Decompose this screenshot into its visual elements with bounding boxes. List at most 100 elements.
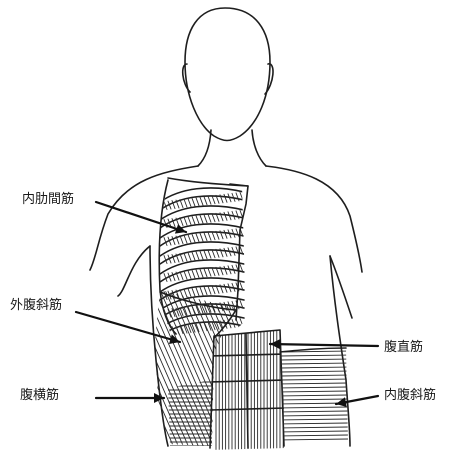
oblique-fiber <box>305 290 375 450</box>
neck-right <box>252 130 266 166</box>
intercostal-striation <box>184 217 187 225</box>
intercostal-striation <box>184 289 187 297</box>
arrow-internal-intercostal-shaft <box>96 202 186 232</box>
oblique-fiber <box>95 290 165 450</box>
intercostal-striation <box>204 215 207 223</box>
label-internal-oblique: 内腹斜筋 <box>384 388 436 404</box>
intercostal-striation <box>188 289 191 297</box>
neck-left <box>198 130 211 166</box>
intercostal-striation <box>236 229 239 237</box>
internal-oblique-fiber <box>280 387 348 388</box>
intercostal-striation <box>196 252 199 260</box>
intercostal-striation <box>204 287 207 295</box>
oblique-fiber <box>265 290 335 450</box>
intercostal-striation <box>204 269 207 277</box>
oblique-fiber <box>30 290 100 450</box>
intercostal-striation <box>212 214 215 222</box>
intercostal-striation <box>224 194 227 202</box>
intercostal-striation <box>196 216 199 224</box>
label-rectus-abdominis: 腹直筋 <box>384 340 423 356</box>
intercostal-striation <box>224 212 227 220</box>
label-transversus-abdominis: 腹横筋 <box>20 388 59 404</box>
intercostal-striation <box>200 197 203 205</box>
rib-upper-edge <box>160 260 244 274</box>
internal-oblique-fiber <box>280 379 348 380</box>
intercostal-striation <box>200 269 203 277</box>
internal-oblique-fiber <box>280 399 348 400</box>
intercostal-striation <box>196 234 199 242</box>
oblique-fiber <box>90 290 160 450</box>
oblique-fiber <box>205 290 275 450</box>
intercostal-striation <box>200 215 203 223</box>
tendinous-intersection <box>210 380 286 382</box>
oblique-fiber <box>60 290 130 450</box>
intercostal-striation <box>204 251 207 259</box>
intercostal-striation <box>180 254 183 262</box>
internal-oblique-fiber <box>280 431 348 432</box>
transversus-abdominis-muscle <box>160 382 214 446</box>
intercostal-striation <box>196 270 199 278</box>
intercostal-striation <box>204 197 207 205</box>
intercostal-striation <box>184 253 187 261</box>
internal-oblique-fiber <box>280 407 348 408</box>
intercostal-striation <box>192 270 195 278</box>
intercostal-striation <box>236 211 239 219</box>
intercostal-striation <box>180 200 183 208</box>
left-arm-inner <box>118 246 150 296</box>
intercostal-striation <box>204 233 207 241</box>
tendinous-intersection <box>210 354 286 356</box>
oblique-fiber <box>65 290 135 450</box>
internal-oblique-fiber <box>280 435 348 436</box>
internal-oblique-fiber <box>280 375 348 376</box>
rib-upper-edge <box>160 206 244 220</box>
oblique-fiber <box>280 290 350 450</box>
internal-oblique-muscle <box>280 351 348 440</box>
intercostal-striation <box>196 288 199 296</box>
internal-oblique-fiber <box>280 363 348 364</box>
arrow-internal-intercostal-head <box>175 224 186 233</box>
oblique-fiber <box>100 290 170 450</box>
oblique-fiber <box>220 290 290 450</box>
intercostal-striation <box>224 284 227 292</box>
oblique-fiber <box>40 290 110 450</box>
rib-upper-edge <box>160 242 244 256</box>
oblique-fiber <box>85 290 155 450</box>
intercostal-striation <box>200 251 203 259</box>
arrow-rectus-abdominis-head <box>270 339 280 349</box>
intercostal-striation <box>212 286 215 294</box>
internal-oblique-fiber <box>280 371 348 372</box>
internal-oblique-fiber <box>280 355 348 356</box>
internal-oblique-fiber <box>280 439 348 440</box>
clavicle <box>168 178 248 186</box>
intercostal-striation <box>180 236 183 244</box>
arrow-external-oblique-shaft <box>76 312 180 342</box>
internal-oblique-fiber <box>280 419 348 420</box>
internal-oblique-fiber <box>280 391 348 392</box>
internal-oblique-fiber <box>280 383 348 384</box>
rectus-abdominis-outline <box>210 330 284 448</box>
internal-oblique-fiber <box>280 367 348 368</box>
internal-oblique-fiber <box>280 427 348 428</box>
intercostal-striation <box>224 230 227 238</box>
intercostal-striation <box>192 234 195 242</box>
label-external-oblique: 外腹斜筋 <box>10 298 62 314</box>
intercostal-striation <box>212 196 215 204</box>
intercostal-striation <box>208 196 211 204</box>
oblique-fiber <box>55 290 125 450</box>
right-shoulder <box>266 166 362 272</box>
intercostal-striation <box>236 193 239 201</box>
rib-upper-edge <box>160 278 244 292</box>
oblique-fiber <box>255 290 325 450</box>
intercostal-striation <box>184 271 187 279</box>
oblique-fiber <box>270 290 340 450</box>
intercostal-striation <box>184 199 187 207</box>
internal-oblique-fiber <box>280 395 348 396</box>
intercostal-striation <box>224 266 227 274</box>
intercostal-striation <box>192 216 195 224</box>
rib-upper-edge <box>160 224 244 238</box>
intercostal-striation <box>208 232 211 240</box>
intercostal-striation <box>208 250 211 258</box>
intercostal-striation <box>212 250 215 258</box>
intercostal-striation <box>208 214 211 222</box>
